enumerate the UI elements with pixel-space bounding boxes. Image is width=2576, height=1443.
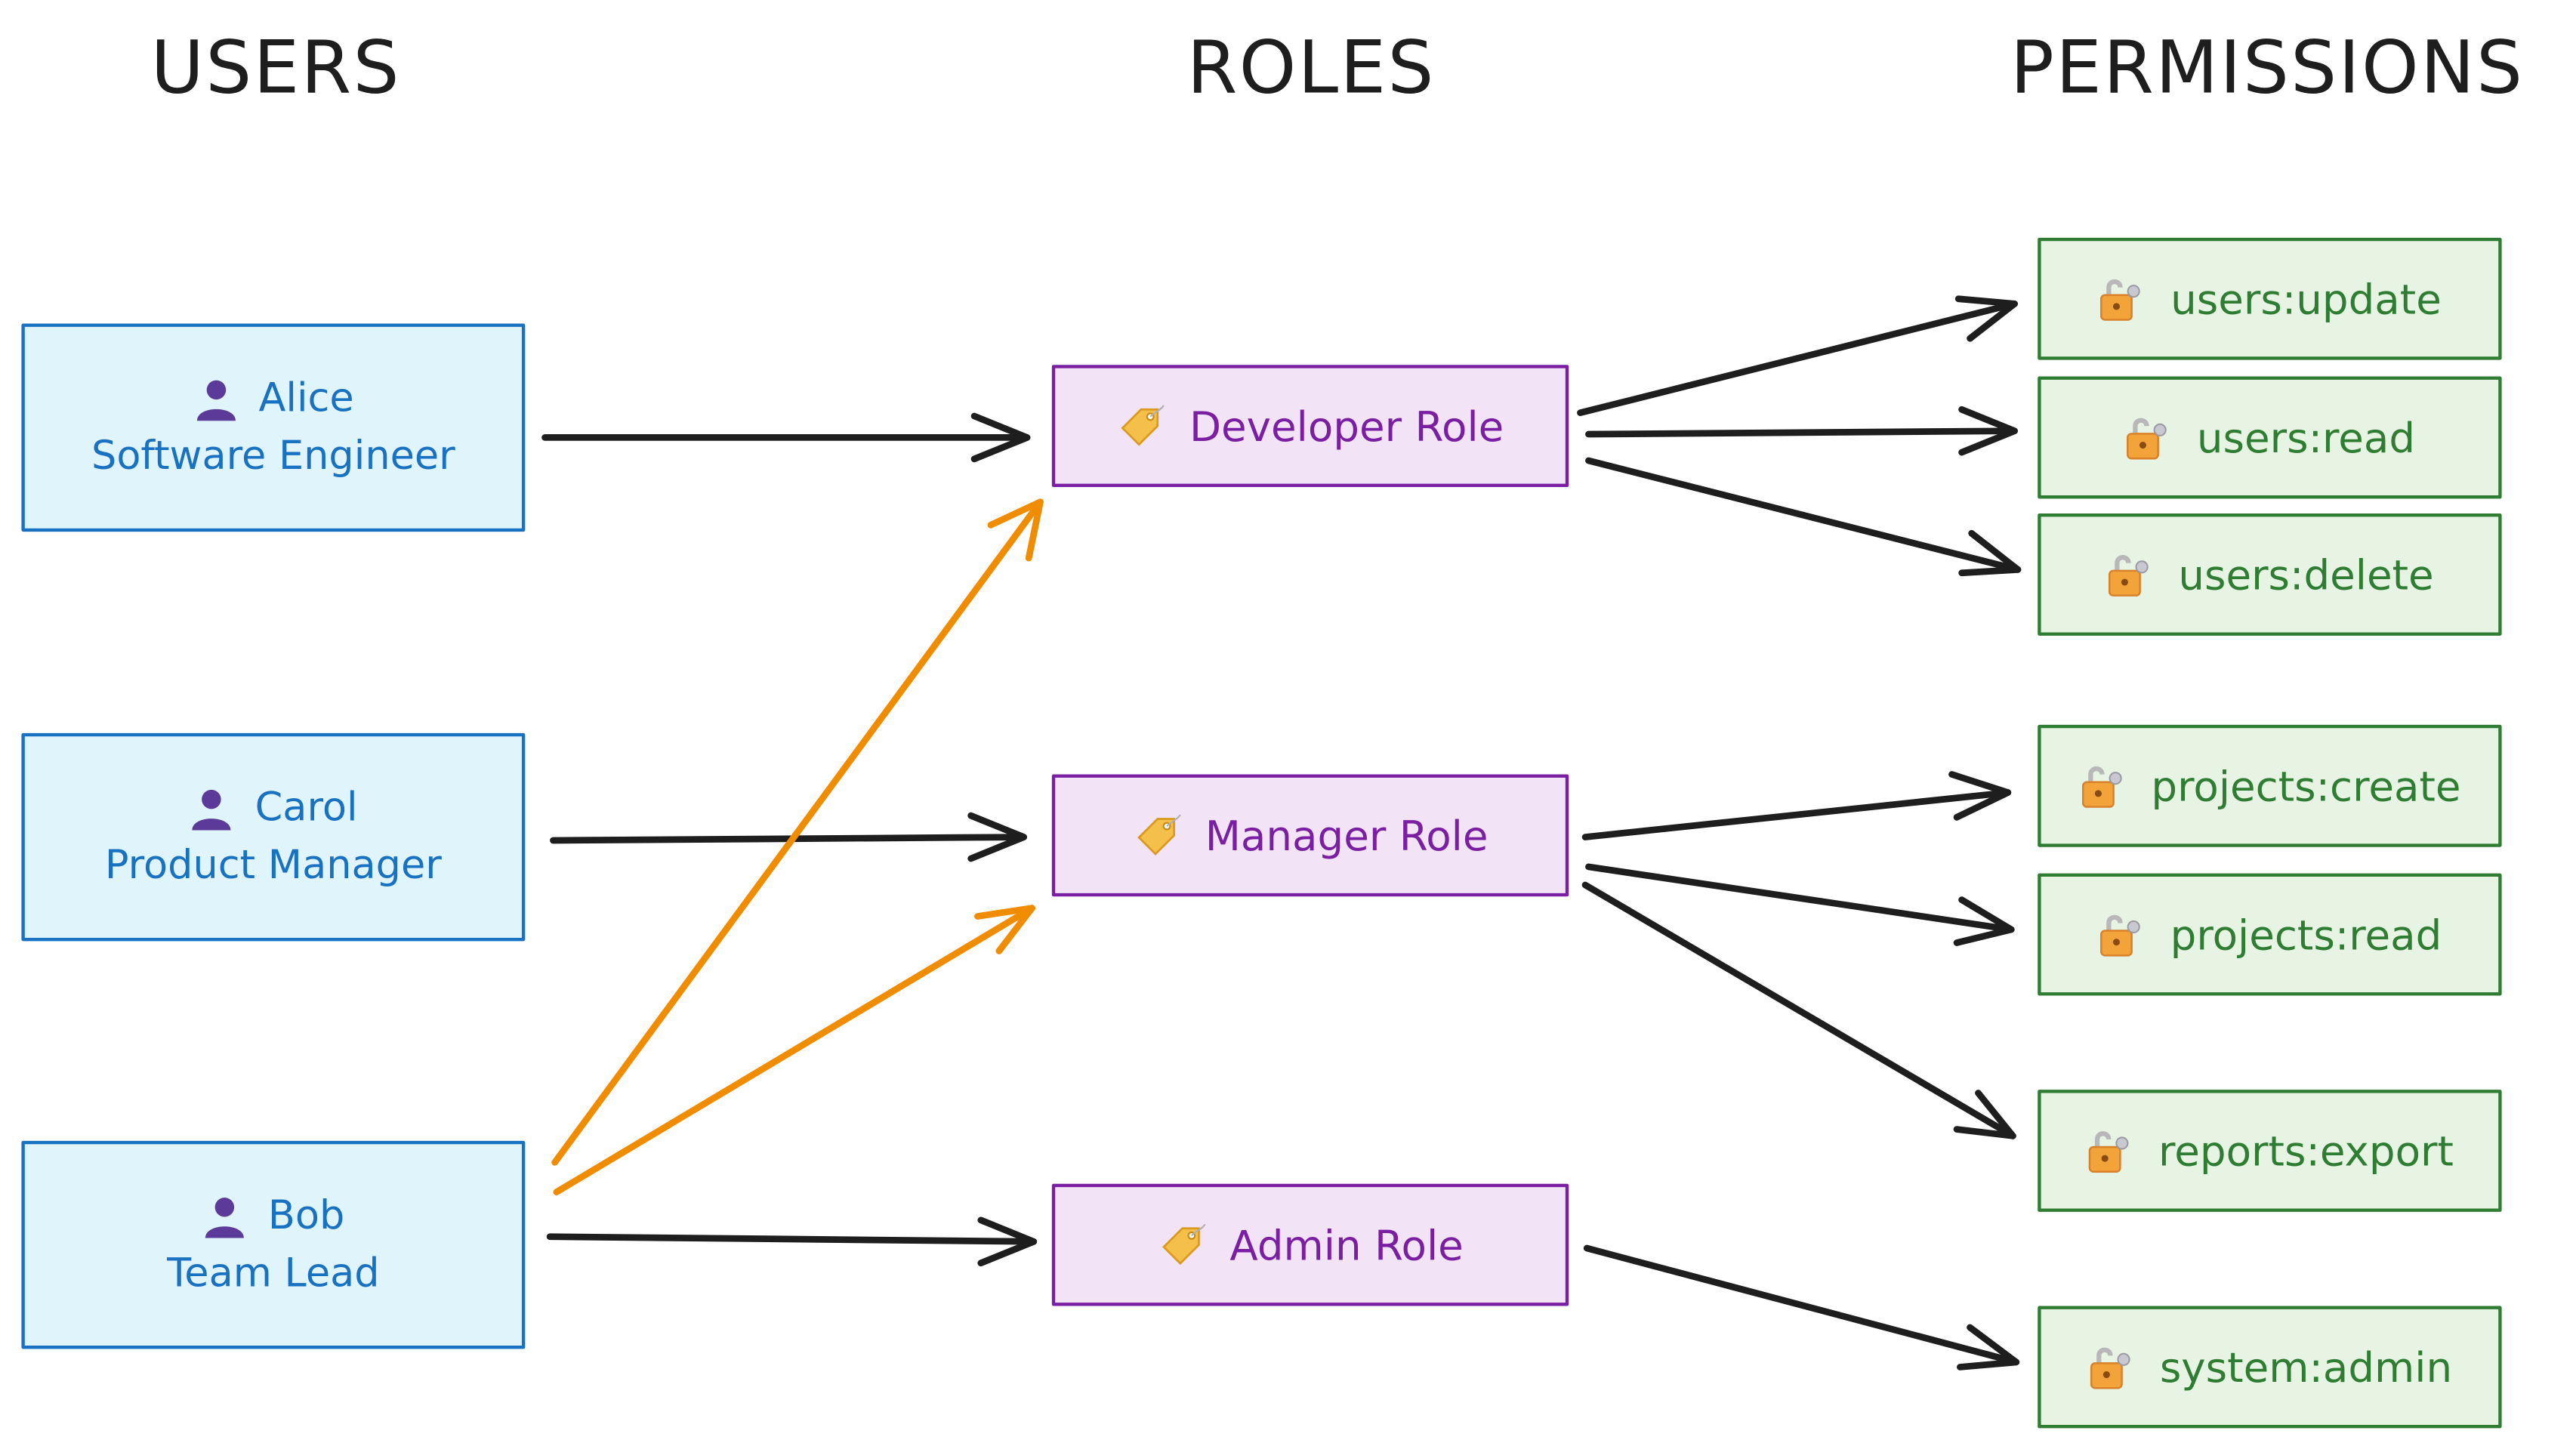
lock-icon: [2100, 914, 2141, 957]
user-name: Carol: [255, 784, 358, 831]
user-name: Bob: [267, 1192, 345, 1238]
arrow-admin-to-system-admin: [1583, 1244, 2020, 1371]
permission-label: reports:export: [2158, 1127, 2454, 1175]
permission-card-reports-export[interactable]: reports:export: [2038, 1090, 2502, 1212]
arrow-bob-to-admin: [546, 1216, 1038, 1267]
person-icon: [196, 379, 236, 421]
permission-label: system:admin: [2159, 1343, 2453, 1392]
role-label: Developer Role: [1189, 402, 1504, 450]
role-card-admin[interactable]: Admin Role: [1051, 1183, 1569, 1306]
permission-label: users:read: [2196, 413, 2416, 462]
lock-icon: [2088, 1131, 2129, 1173]
lock-icon: [2127, 418, 2167, 460]
user-card-alice[interactable]: Alice Software Engineer: [21, 323, 526, 532]
arrow-developer-to-users-read: [1585, 405, 2018, 456]
permission-label: users:update: [2170, 275, 2442, 323]
user-name: Alice: [258, 375, 354, 421]
permission-label: projects:read: [2170, 910, 2442, 959]
lock-icon: [2101, 279, 2141, 321]
users-column-header: USERS: [150, 26, 401, 111]
arrow-bob-to-developer: [551, 498, 1044, 1166]
lock-icon: [2090, 1347, 2130, 1389]
arrow-manager-to-reports-export: [1581, 881, 2016, 1139]
permission-card-users-delete[interactable]: users:delete: [2038, 513, 2502, 636]
user-name-line: Bob: [202, 1187, 344, 1245]
arrow-carol-to-manager: [550, 812, 1028, 862]
user-title: Software Engineer: [91, 432, 455, 479]
tag-icon: [1162, 1223, 1206, 1266]
permission-card-system-admin[interactable]: system:admin: [2038, 1306, 2502, 1429]
permissions-column-header: PERMISSIONS: [2010, 26, 2525, 111]
arrow-manager-to-projects-create: [1581, 771, 2012, 840]
roles-column-header: ROLES: [1186, 26, 1436, 111]
arrow-manager-to-projects-read: [1585, 863, 2015, 946]
permission-label: users:delete: [2178, 550, 2434, 599]
person-icon: [205, 1196, 245, 1238]
tag-icon: [1137, 814, 1181, 856]
user-title: Team Lead: [167, 1250, 380, 1297]
arrow-developer-to-users-delete: [1585, 457, 2022, 577]
person-icon: [193, 788, 232, 830]
role-label: Admin Role: [1229, 1220, 1464, 1269]
user-card-bob[interactable]: Bob Team Lead: [21, 1140, 526, 1349]
user-title: Product Manager: [104, 842, 442, 889]
arrow-bob-to-manager: [553, 905, 1035, 1196]
user-name-line: Carol: [189, 779, 358, 837]
lock-icon: [2109, 555, 2149, 597]
permission-card-projects-create[interactable]: projects:create: [2038, 724, 2502, 847]
arrow-alice-to-developer: [541, 412, 1031, 463]
role-card-manager[interactable]: Manager Role: [1051, 774, 1569, 897]
user-card-carol[interactable]: Carol Product Manager: [21, 732, 526, 942]
user-name-line: Alice: [193, 370, 354, 428]
permission-card-users-read[interactable]: users:read: [2038, 376, 2502, 499]
permission-card-users-update[interactable]: users:update: [2038, 237, 2502, 360]
permission-card-projects-read[interactable]: projects:read: [2038, 873, 2502, 996]
tag-icon: [1121, 405, 1165, 446]
role-label: Manager Role: [1205, 811, 1489, 860]
permission-label: projects:create: [2151, 762, 2461, 810]
lock-icon: [2081, 766, 2122, 808]
role-card-developer[interactable]: Developer Role: [1051, 365, 1569, 488]
arrow-developer-to-users-update: [1577, 295, 2018, 417]
